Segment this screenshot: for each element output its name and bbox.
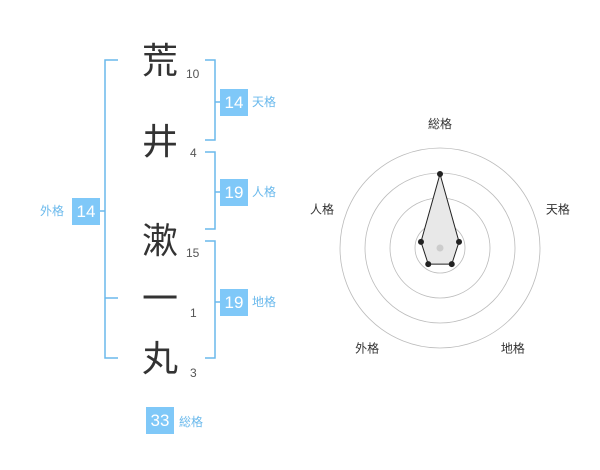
radar-point — [425, 261, 432, 268]
radar-axis-label: 総格 — [428, 116, 452, 131]
radar-axis-label: 人格 — [310, 202, 334, 217]
stroke-count-1: 10 — [186, 67, 200, 81]
soukaku-label: 総格 — [179, 415, 204, 429]
stroke-count-3: 15 — [186, 246, 200, 260]
chikaku-value: 19 — [220, 289, 248, 316]
tenkaku-bracket — [205, 59, 216, 141]
name-char-3: 漱 — [141, 221, 178, 262]
radar-point — [456, 238, 463, 245]
soukaku-value: 33 — [146, 407, 174, 434]
jinkaku-label: 人格 — [252, 185, 277, 199]
radar-axis-label: 外格 — [355, 340, 379, 355]
radar-point — [437, 171, 443, 177]
radar-point — [448, 261, 455, 268]
stroke-count-5: 3 — [190, 366, 197, 380]
radar-center-dot — [436, 244, 444, 252]
radar-axis-label: 地格 — [501, 340, 525, 355]
stroke-count-4: 1 — [190, 306, 197, 320]
radar-area — [420, 172, 460, 265]
tenkaku-label: 天格 — [252, 95, 277, 109]
gaikaku-value: 14 — [72, 198, 100, 225]
name-char-1: 荒 — [141, 41, 178, 82]
stroke-count-2: 4 — [190, 146, 197, 160]
jinkaku-value: 19 — [220, 179, 248, 206]
jinkaku-bracket — [205, 151, 216, 230]
radar-point — [417, 238, 424, 245]
chikaku-bracket — [205, 240, 216, 359]
gaikaku-bracket — [104, 59, 118, 359]
radar-ring — [339, 147, 541, 349]
name-char-2: 井 — [141, 122, 178, 163]
radar-axis-label: 天格 — [546, 202, 570, 217]
name-char-5: 丸 — [141, 339, 178, 380]
name-char-4: 一 — [141, 279, 178, 320]
gaikaku-label: 外格 — [40, 204, 65, 218]
chikaku-label: 地格 — [252, 295, 277, 309]
tenkaku-value: 14 — [220, 89, 248, 116]
